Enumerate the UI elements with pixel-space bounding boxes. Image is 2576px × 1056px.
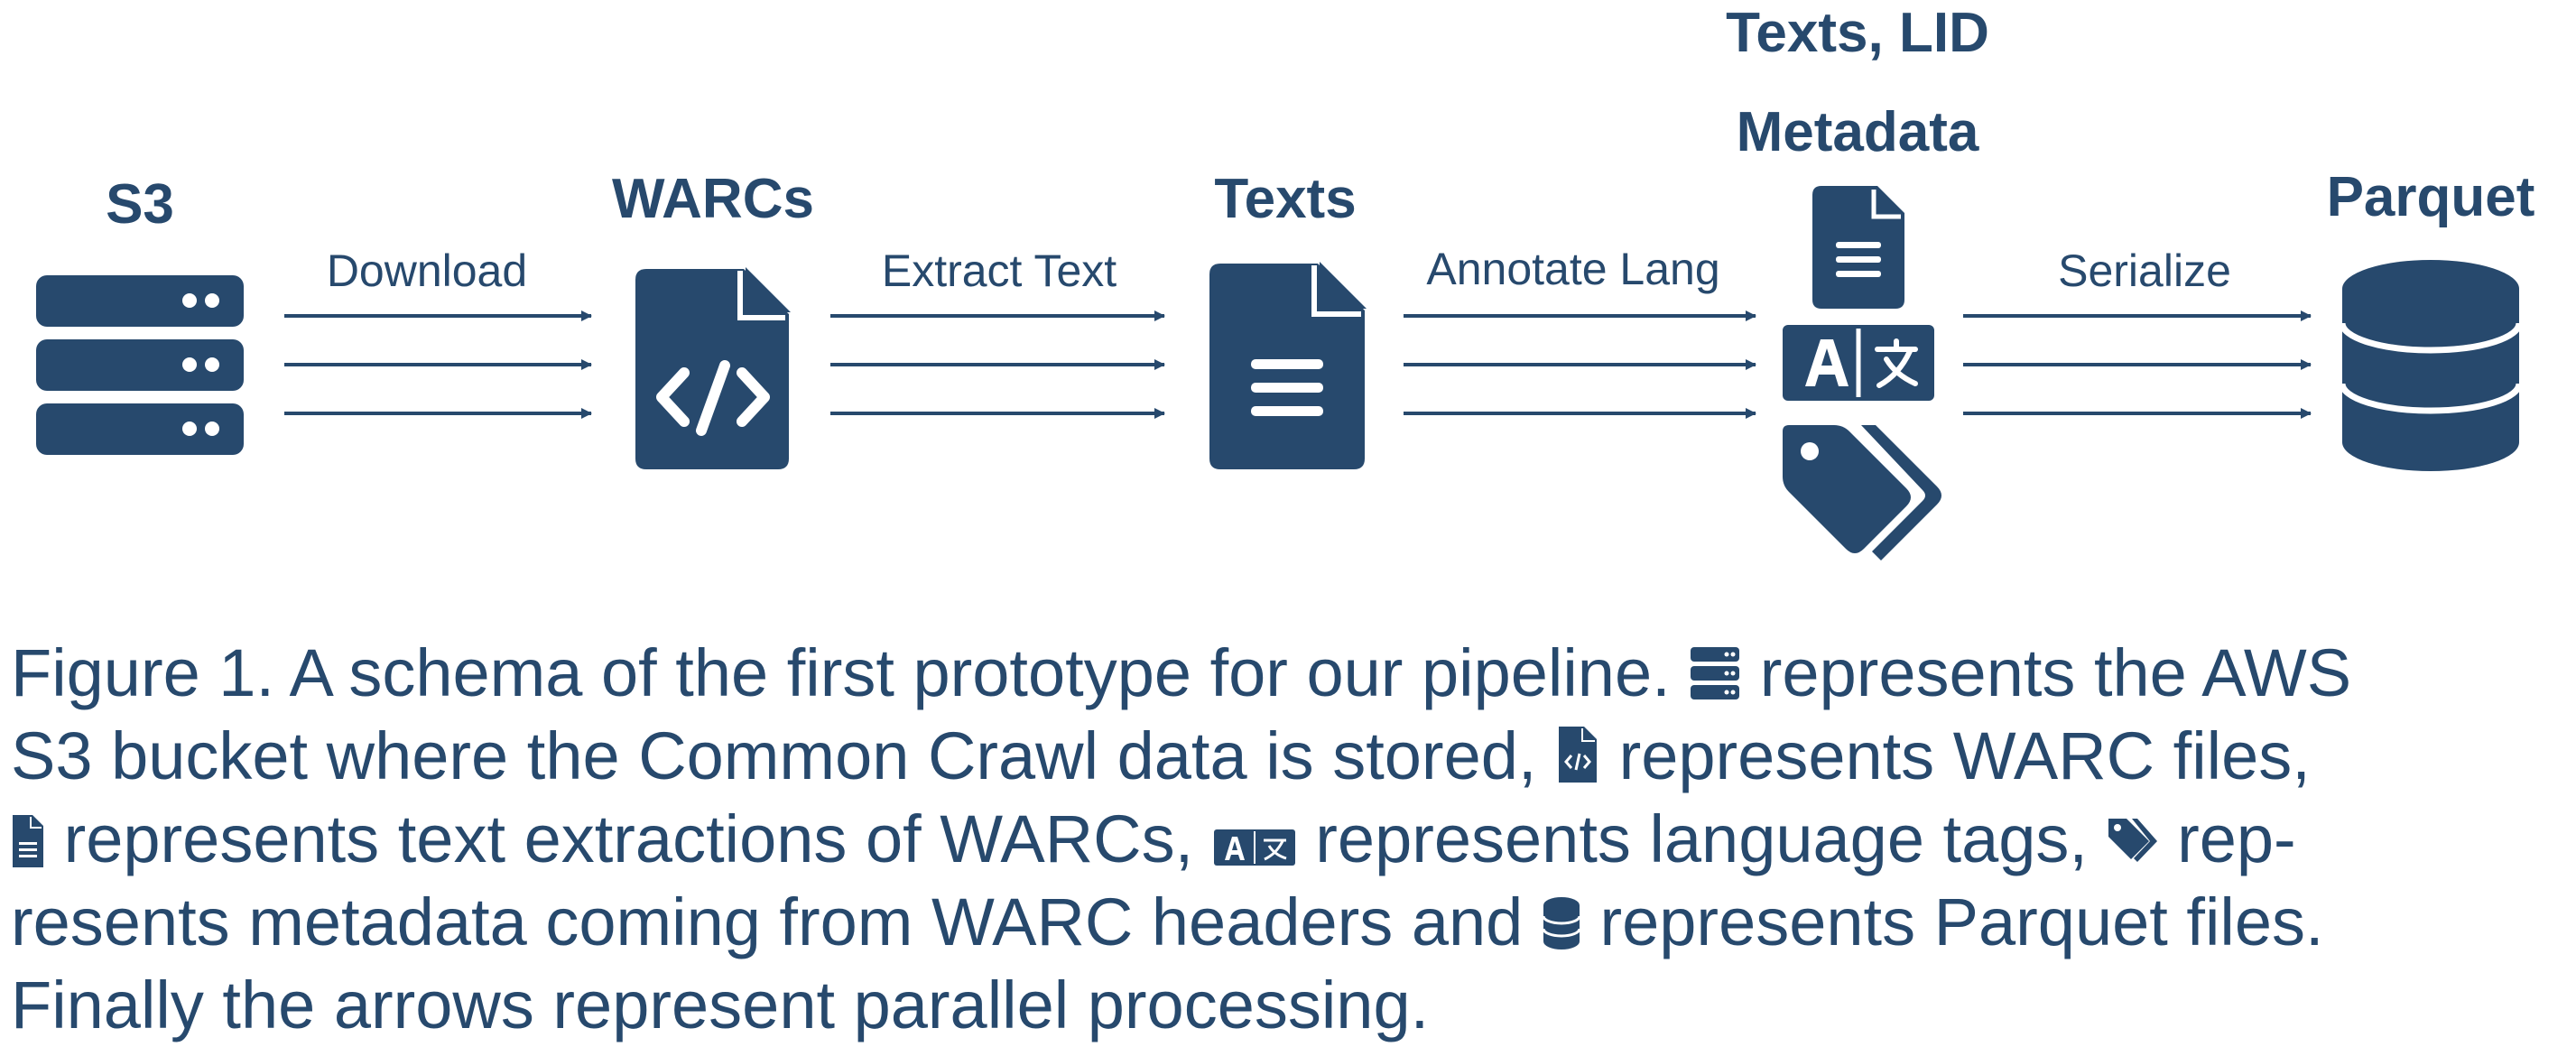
tags-icon	[2108, 819, 2157, 862]
language-icon	[1783, 325, 1934, 401]
caption-line-2: S3 bucket where the Common Crawl data is…	[11, 715, 2565, 798]
s3-label: S3	[106, 173, 174, 236]
figure-caption: Figure 1. A schema of the first prototyp…	[11, 632, 2565, 1047]
code-file-icon	[1559, 727, 1597, 783]
caption-line-4: resents metadata coming from WARC header…	[11, 881, 2565, 964]
annotate-arrows	[1404, 310, 1756, 419]
caption-text: rep-	[2177, 801, 2296, 876]
server-icon	[36, 275, 244, 455]
caption-text: represents text extractions of WARCs,	[63, 801, 1194, 876]
pipeline-diagram	[36, 186, 2523, 560]
language-icon	[1213, 829, 1295, 866]
serialize-arrows	[1963, 310, 2312, 419]
tags-icon	[1783, 425, 1941, 560]
annotate-lang-label: Annotate Lang	[1426, 244, 1720, 294]
extract-arrows	[830, 310, 1165, 419]
database-icon	[2339, 260, 2523, 471]
caption-text: Finally the arrows represent parallel pr…	[11, 968, 1430, 1042]
caption-line-1: Figure 1. A schema of the first prototyp…	[11, 632, 2565, 715]
download-label: Download	[326, 245, 528, 296]
caption-text: resents metadata coming from WARC header…	[11, 885, 1524, 959]
server-icon	[1691, 647, 1740, 699]
download-arrows	[284, 310, 592, 419]
caption-text: Figure 1. A schema of the first prototyp…	[11, 635, 1671, 710]
caption-text: represents language tags,	[1315, 801, 2088, 876]
lid-label-line1: Texts, LID	[1726, 2, 1989, 64]
caption-text: S3 bucket where the Common Crawl data is…	[11, 718, 1537, 793]
database-icon	[1542, 897, 1581, 949]
serialize-label: Serialize	[2058, 245, 2231, 296]
lid-label-line2: Metadata	[1736, 101, 1979, 163]
caption-text: represents the AWS	[1759, 635, 2352, 710]
text-file-icon	[1209, 262, 1367, 469]
caption-text: represents WARC files,	[1618, 718, 2311, 793]
text-file-icon	[13, 815, 43, 867]
extract-text-label: Extract Text	[881, 245, 1117, 296]
text-file-icon-small	[1812, 186, 1904, 309]
texts-label: Texts	[1214, 168, 1357, 230]
caption-line-5: Finally the arrows represent parallel pr…	[11, 964, 2565, 1047]
code-file-icon	[635, 267, 791, 469]
parquet-label: Parquet	[2326, 166, 2535, 228]
warcs-label: WARCs	[612, 168, 814, 230]
caption-line-3: represents text extractions of WARCs, re…	[11, 798, 2565, 881]
caption-text: represents Parquet files.	[1599, 885, 2324, 959]
